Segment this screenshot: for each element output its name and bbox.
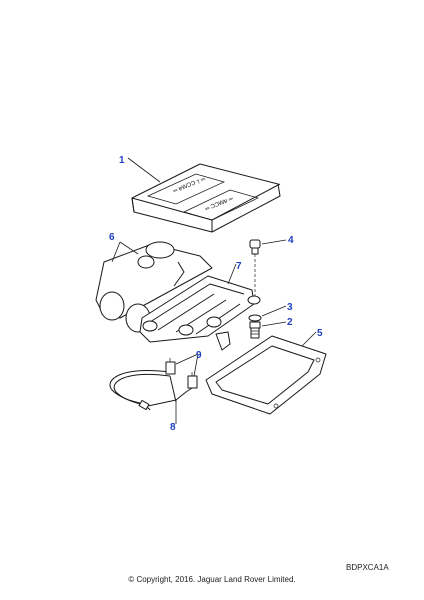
callout-5: 5 bbox=[317, 328, 323, 339]
callout-7: 7 bbox=[236, 261, 242, 272]
callout-3: 3 bbox=[287, 302, 293, 313]
part-8-harness bbox=[109, 358, 198, 411]
callout-6-leaders bbox=[111, 241, 139, 263]
callout-4: 4 bbox=[288, 235, 294, 246]
callout-leaders bbox=[127, 157, 317, 424]
part-2-stud bbox=[249, 321, 261, 339]
copyright-notice: © Copyright, 2016. Jaguar Land Rover Lim… bbox=[128, 575, 296, 584]
callout-9: 9 bbox=[196, 350, 202, 361]
diagram-reference-code: BDPXCA1A bbox=[346, 563, 389, 572]
part-3-washer bbox=[248, 314, 262, 322]
part-1-cover: ═ ɐWƆƆ ⁊ ═ ═ ƆƆWɐ ═ bbox=[131, 163, 281, 233]
callout-2: 2 bbox=[287, 317, 293, 328]
part-4-bolt bbox=[249, 239, 261, 296]
part-5-gasket bbox=[205, 335, 327, 415]
callout-8: 8 bbox=[170, 422, 176, 433]
part-7-plenum bbox=[95, 241, 261, 351]
callout-6: 6 bbox=[109, 232, 115, 243]
callout-1: 1 bbox=[119, 155, 125, 166]
